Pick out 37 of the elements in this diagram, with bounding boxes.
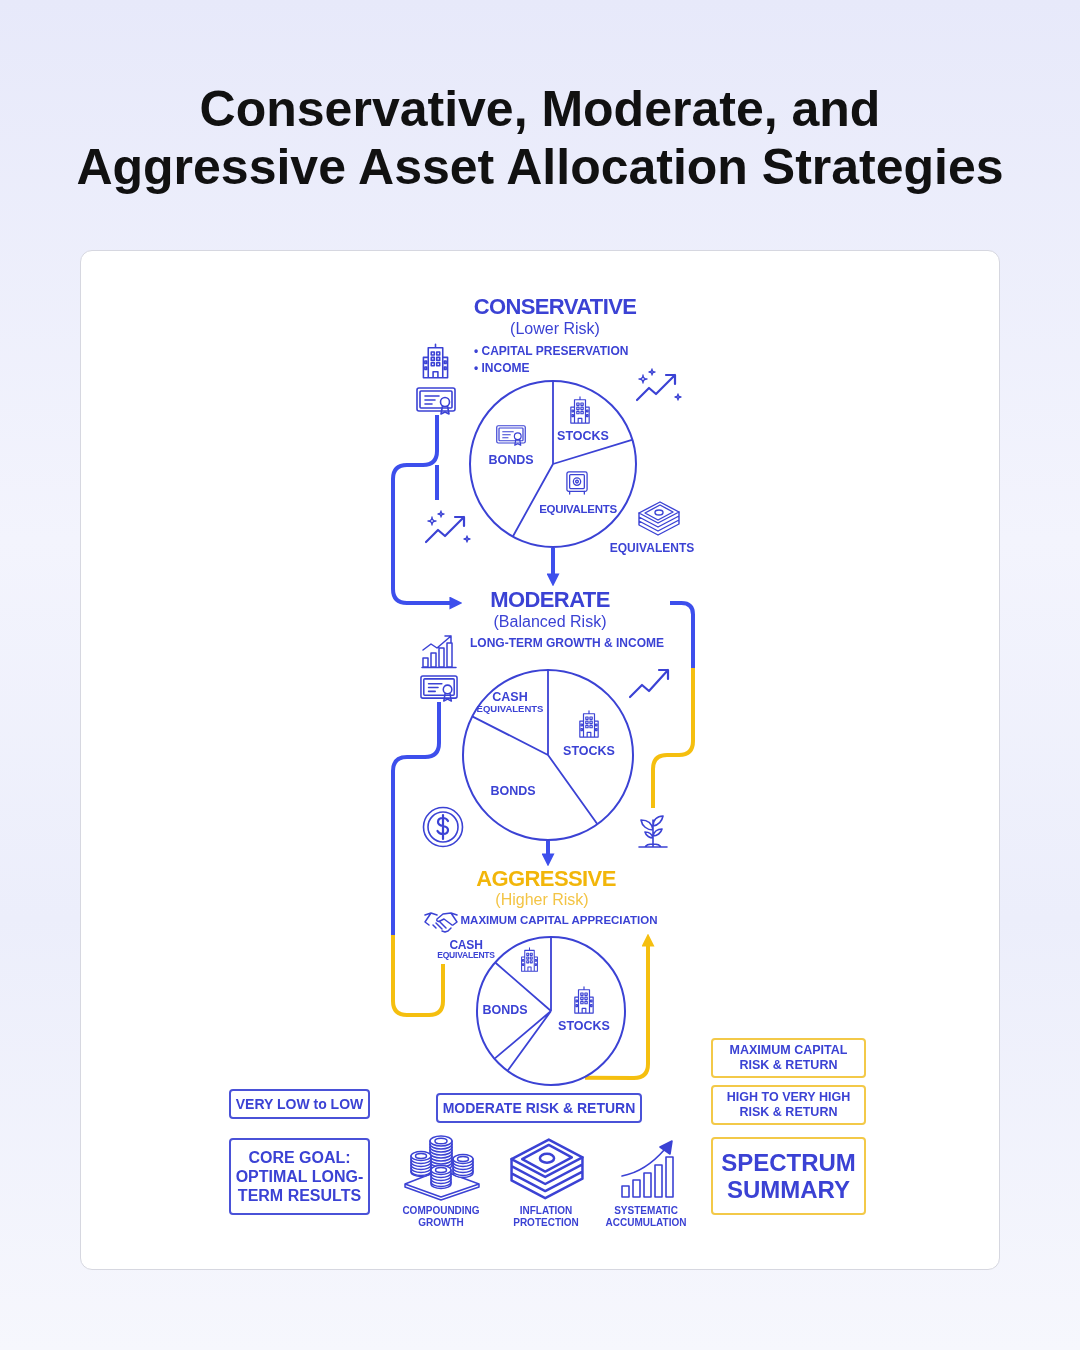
certificate-icon [420, 675, 458, 702]
info-box: HIGH TO VERY HIGH RISK & RETURN [711, 1085, 866, 1125]
info-box: MODERATE RISK & RETURN [436, 1093, 642, 1123]
goal-bullet: • CAPITAL PRESERVATION [474, 344, 629, 359]
arrow [541, 841, 555, 867]
slice-label: CASH EQUIVALENTS [436, 940, 496, 960]
slice-label: EQUIVALENTS [539, 502, 617, 516]
icon-caption: SYSTEMATIC ACCUMULATION [605, 1205, 687, 1229]
goal-text: MAXIMUM CAPITAL APPRECIATION [460, 913, 658, 927]
slice-label: CASH EQUIVALENTS [475, 692, 545, 714]
goal-text: LONG-TERM GROWTH & INCOME [470, 636, 664, 651]
icon-caption: COMPOUNDING GROWTH [402, 1205, 480, 1229]
slice-label: STOCKS [557, 428, 609, 444]
info-box: VERY LOW to LOW [229, 1089, 370, 1119]
info-box: CORE GOAL: OPTIMAL LONG-TERM RESULTS [229, 1138, 370, 1215]
certificate-icon [416, 387, 456, 415]
connector-line [391, 702, 445, 1017]
risk-subtitle: (Lower Risk) [510, 319, 600, 339]
arrow [546, 548, 560, 587]
slice-label: STOCKS [558, 1018, 610, 1034]
icon-caption: EQUIVALENTS [609, 541, 695, 555]
page-title: Conservative, Moderate, and Aggressive Asset Allocation Strategies [75, 80, 1005, 196]
info-box: SPECTRUM SUMMARY [711, 1137, 866, 1215]
risk-subtitle: (Higher Risk) [495, 890, 589, 910]
icon-caption: INFLATION PROTECTION [513, 1205, 579, 1229]
arrow [391, 413, 463, 610]
slice-label: BONDS [482, 1002, 528, 1018]
pie-chart [462, 669, 634, 841]
risk-subtitle: (Balanced Risk) [493, 612, 607, 632]
goal-bullet: • INCOME [474, 361, 530, 376]
info-box: MAXIMUM CAPITAL RISK & RETURN [711, 1038, 866, 1078]
stage-title: CONSERVATIVE [473, 294, 637, 320]
stage-title: MODERATE [490, 587, 610, 613]
slice-label: STOCKS [563, 743, 615, 759]
stage-title: AGGRESSIVE [476, 866, 616, 892]
slice-label: BONDS [490, 783, 536, 799]
slice-label: BONDS [488, 452, 534, 468]
